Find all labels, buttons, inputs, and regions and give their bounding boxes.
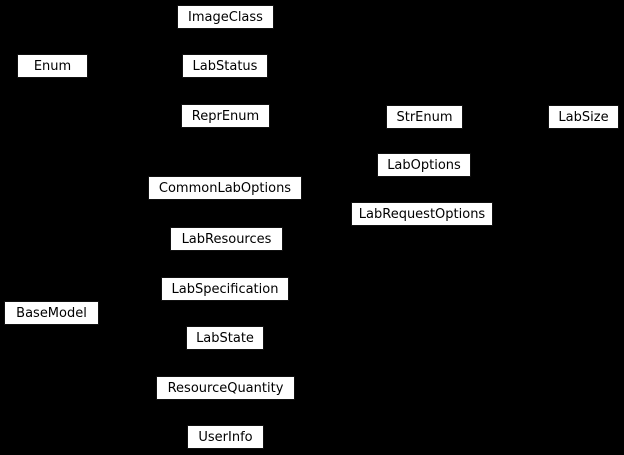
class-node-UserInfo[interactable]: UserInfo [187, 425, 264, 449]
class-node-ResourceQuantity[interactable]: ResourceQuantity [156, 376, 295, 400]
class-node-LabSpecification[interactable]: LabSpecification [161, 277, 289, 301]
class-node-LabStatus[interactable]: LabStatus [182, 54, 268, 78]
class-node-ReprEnum[interactable]: ReprEnum [181, 104, 270, 128]
class-node-BaseModel[interactable]: BaseModel [4, 301, 99, 325]
class-node-LabOptions[interactable]: LabOptions [377, 153, 471, 177]
class-node-Enum[interactable]: Enum [17, 54, 88, 78]
class-node-StrEnum[interactable]: StrEnum [386, 105, 463, 129]
class-node-LabRequestOptions[interactable]: LabRequestOptions [351, 202, 493, 226]
class-node-ImageClass[interactable]: ImageClass [177, 5, 274, 29]
class-node-LabState[interactable]: LabState [186, 326, 264, 350]
class-node-CommonLabOptions[interactable]: CommonLabOptions [148, 176, 302, 200]
class-node-LabResources[interactable]: LabResources [170, 227, 283, 251]
class-node-LabSize[interactable]: LabSize [548, 105, 619, 129]
